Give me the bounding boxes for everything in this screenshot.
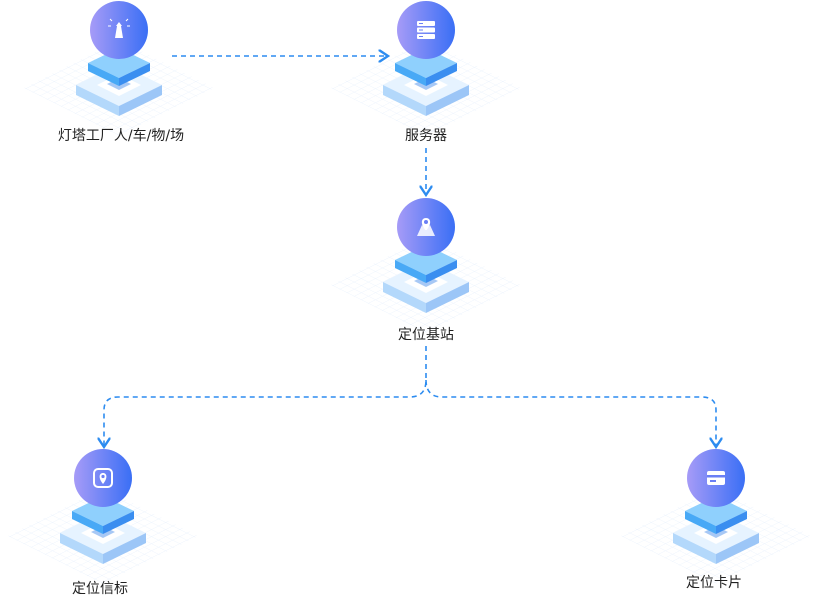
edge-base-station-beacon xyxy=(104,346,427,447)
label-beacon: 定位信标 xyxy=(72,581,128,597)
location-beacon-icon xyxy=(93,468,113,488)
node-card xyxy=(616,448,814,598)
platform xyxy=(673,496,759,564)
node-beacon xyxy=(3,448,203,598)
lighthouse-icon xyxy=(108,18,130,38)
node-lighthouse xyxy=(19,0,219,150)
label-card: 定位卡片 xyxy=(686,575,742,591)
platform xyxy=(76,48,162,116)
server-icon xyxy=(417,21,435,39)
edge-base-station-card xyxy=(425,379,716,447)
label-lighthouse: 灯塔工厂人/车/物/场 xyxy=(57,128,185,144)
node-base-station xyxy=(326,197,526,347)
platform xyxy=(383,48,469,116)
map-pin-icon xyxy=(417,218,435,236)
platform xyxy=(383,245,469,313)
platform xyxy=(60,496,146,564)
label-server: 服务器 xyxy=(405,128,447,144)
card-icon xyxy=(707,471,725,485)
node-server xyxy=(326,0,526,150)
label-base-station: 定位基站 xyxy=(398,327,454,343)
